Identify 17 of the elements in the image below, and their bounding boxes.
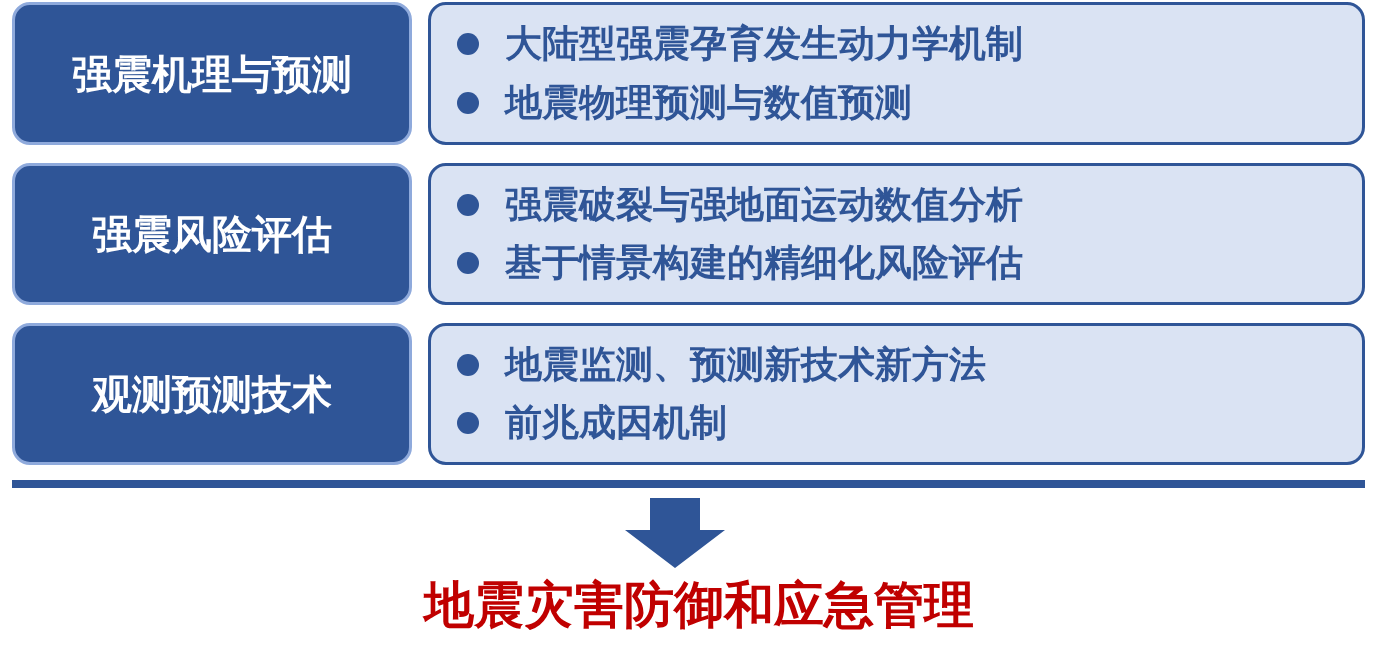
- category-title: 强震风险评估: [92, 210, 332, 259]
- topic-item: 前兆成因机制: [505, 400, 727, 446]
- block-arrow: [625, 498, 725, 568]
- topic-item: 大陆型强震孕育发生动力学机制: [505, 21, 1023, 68]
- outcome-title: 地震灾害防御和应急管理: [423, 574, 974, 636]
- category-title: 观测预测技术: [92, 370, 332, 419]
- category-box: [12, 323, 412, 465]
- category-box: [12, 2, 412, 145]
- topic-panel: [428, 323, 1365, 465]
- category-box: [12, 163, 412, 305]
- topic-item: 基于情景构建的精细化风险评估: [505, 240, 1023, 286]
- category-title: 强震机理与预测: [72, 49, 352, 99]
- topic-panel: [428, 2, 1365, 145]
- topic-item: 地震监测、预测新技术新方法: [505, 341, 986, 388]
- topic-item: 强震破裂与强地面运动数值分析: [505, 181, 1023, 228]
- topic-item: 地震物理预测与数值预测: [505, 79, 912, 126]
- topic-panel: [428, 163, 1365, 305]
